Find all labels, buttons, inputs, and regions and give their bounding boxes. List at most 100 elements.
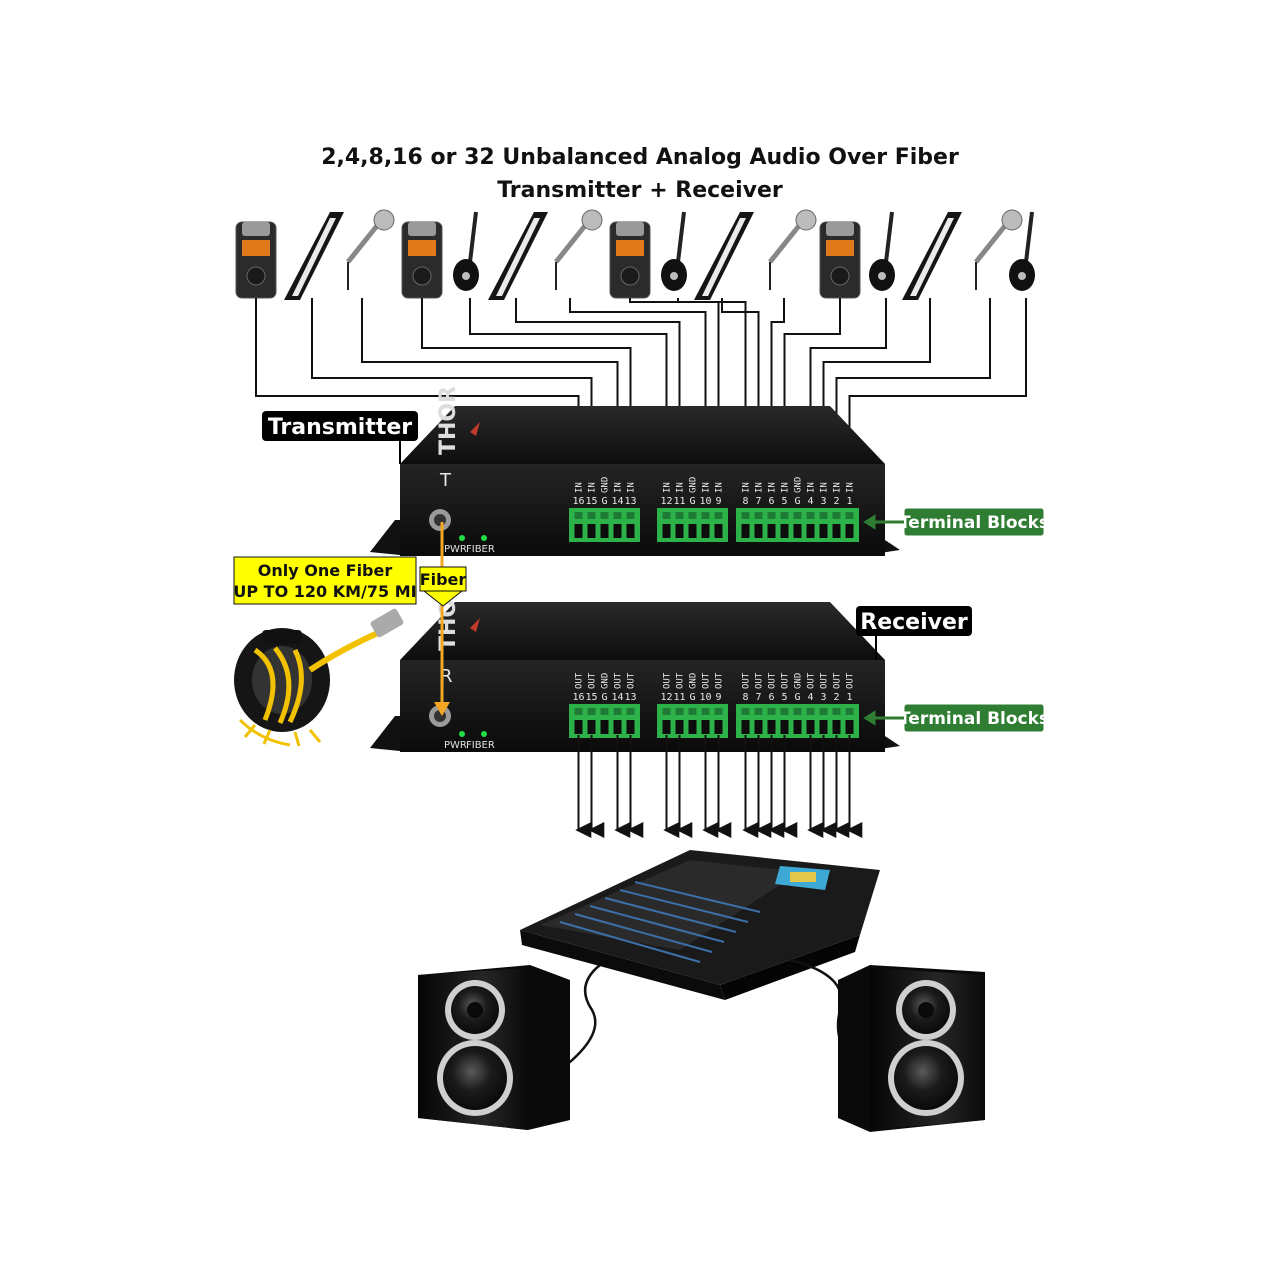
terminal-socket[interactable] — [688, 524, 697, 538]
terminal-socket[interactable] — [626, 720, 635, 734]
terminal-screw[interactable] — [780, 708, 789, 715]
source-cable — [677, 298, 747, 505]
terminal-number: G — [794, 496, 800, 507]
terminal-socket[interactable] — [574, 524, 583, 538]
terminal-socket[interactable] — [754, 524, 763, 538]
terminal-screw[interactable] — [741, 512, 750, 519]
terminal-screw[interactable] — [832, 708, 841, 715]
terminal-screw[interactable] — [688, 512, 697, 519]
svg-text:THOR: THOR — [436, 386, 461, 455]
terminal-type: OUT — [820, 672, 830, 689]
keyboard-icon — [902, 212, 962, 300]
terminal-socket[interactable] — [793, 720, 802, 734]
terminal-socket[interactable] — [767, 524, 776, 538]
terminal-number: 16 — [572, 496, 584, 507]
source-cable — [629, 298, 720, 505]
terminal-socket[interactable] — [832, 524, 841, 538]
terminal-screw[interactable] — [688, 708, 697, 715]
terminal-screw[interactable] — [793, 708, 802, 715]
terminal-number: 5 — [781, 692, 787, 703]
terminal-socket[interactable] — [675, 720, 684, 734]
terminal-type: GND — [601, 477, 611, 493]
terminal-screw[interactable] — [767, 512, 776, 519]
keyboard-icon — [488, 212, 548, 300]
terminal-type: OUT — [807, 672, 817, 689]
terminal-screw[interactable] — [613, 708, 622, 715]
terminal-socket[interactable] — [832, 720, 841, 734]
terminal-socket[interactable] — [819, 524, 828, 538]
terminal-socket[interactable] — [819, 720, 828, 734]
fiber-cable-reel-icon — [234, 608, 404, 747]
transmitter-terminal-blocks: 16IN15INGGND14IN13IN12IN11INGGND10IN9IN8… — [569, 477, 859, 542]
terminal-socket[interactable] — [780, 720, 789, 734]
terminal-screw[interactable] — [832, 512, 841, 519]
terminal-socket[interactable] — [662, 720, 671, 734]
terminal-number: 4 — [807, 496, 813, 507]
terminal-socket[interactable] — [806, 524, 815, 538]
terminal-socket[interactable] — [662, 524, 671, 538]
terminal-socket[interactable] — [741, 720, 750, 734]
terminal-socket[interactable] — [741, 524, 750, 538]
terminal-socket[interactable] — [613, 524, 622, 538]
terminal-socket[interactable] — [613, 720, 622, 734]
terminal-screw[interactable] — [793, 512, 802, 519]
terminal-screw[interactable] — [714, 512, 723, 519]
terminal-socket[interactable] — [845, 720, 854, 734]
terminal-screw[interactable] — [806, 512, 815, 519]
terminal-screw[interactable] — [754, 708, 763, 715]
terminal-number: 5 — [781, 496, 787, 507]
terminal-screw[interactable] — [767, 708, 776, 715]
terminal-screw[interactable] — [613, 512, 622, 519]
guitar-icon — [869, 211, 895, 291]
terminal-socket[interactable] — [701, 720, 710, 734]
terminal-number: 11 — [673, 692, 685, 703]
terminal-number: 10 — [699, 692, 711, 703]
terminal-screw[interactable] — [662, 708, 671, 715]
terminal-socket[interactable] — [574, 720, 583, 734]
transmitter-fiber-connector[interactable] — [429, 509, 451, 531]
terminal-screw[interactable] — [587, 708, 596, 715]
terminal-number: 11 — [673, 496, 685, 507]
terminal-socket[interactable] — [626, 524, 635, 538]
terminal-screw[interactable] — [626, 512, 635, 519]
terminal-type: OUT — [781, 672, 791, 689]
terminal-socket[interactable] — [600, 524, 609, 538]
terminal-screw[interactable] — [574, 512, 583, 519]
terminal-screw[interactable] — [574, 708, 583, 715]
terminal-type: OUT — [833, 672, 843, 689]
terminal-screw[interactable] — [780, 512, 789, 519]
terminal-socket[interactable] — [688, 720, 697, 734]
terminal-screw[interactable] — [701, 512, 710, 519]
terminal-socket[interactable] — [587, 720, 596, 734]
speaker-right-icon — [838, 965, 985, 1132]
terminal-screw[interactable] — [806, 708, 815, 715]
terminal-screw[interactable] — [626, 708, 635, 715]
terminal-socket[interactable] — [780, 524, 789, 538]
terminal-socket[interactable] — [714, 720, 723, 734]
terminal-screw[interactable] — [845, 708, 854, 715]
terminal-screw[interactable] — [714, 708, 723, 715]
terminal-screw[interactable] — [819, 512, 828, 519]
terminal-screw[interactable] — [587, 512, 596, 519]
terminal-socket[interactable] — [600, 720, 609, 734]
terminal-socket[interactable] — [767, 720, 776, 734]
terminal-screw[interactable] — [600, 512, 609, 519]
terminal-screw[interactable] — [845, 512, 854, 519]
terminal-screw[interactable] — [600, 708, 609, 715]
terminal-socket[interactable] — [587, 524, 596, 538]
terminal-socket[interactable] — [845, 524, 854, 538]
terminal-socket[interactable] — [754, 720, 763, 734]
terminal-socket[interactable] — [793, 524, 802, 538]
terminal-screw[interactable] — [741, 708, 750, 715]
terminal-screw[interactable] — [701, 708, 710, 715]
terminal-screw[interactable] — [675, 708, 684, 715]
terminal-screw[interactable] — [675, 512, 684, 519]
terminal-socket[interactable] — [675, 524, 684, 538]
terminal-screw[interactable] — [662, 512, 671, 519]
terminal-screw[interactable] — [754, 512, 763, 519]
terminal-screw[interactable] — [819, 708, 828, 715]
terminal-socket[interactable] — [806, 720, 815, 734]
terminal-socket[interactable] — [701, 524, 710, 538]
terminal-number: 6 — [768, 496, 774, 507]
terminal-socket[interactable] — [714, 524, 723, 538]
